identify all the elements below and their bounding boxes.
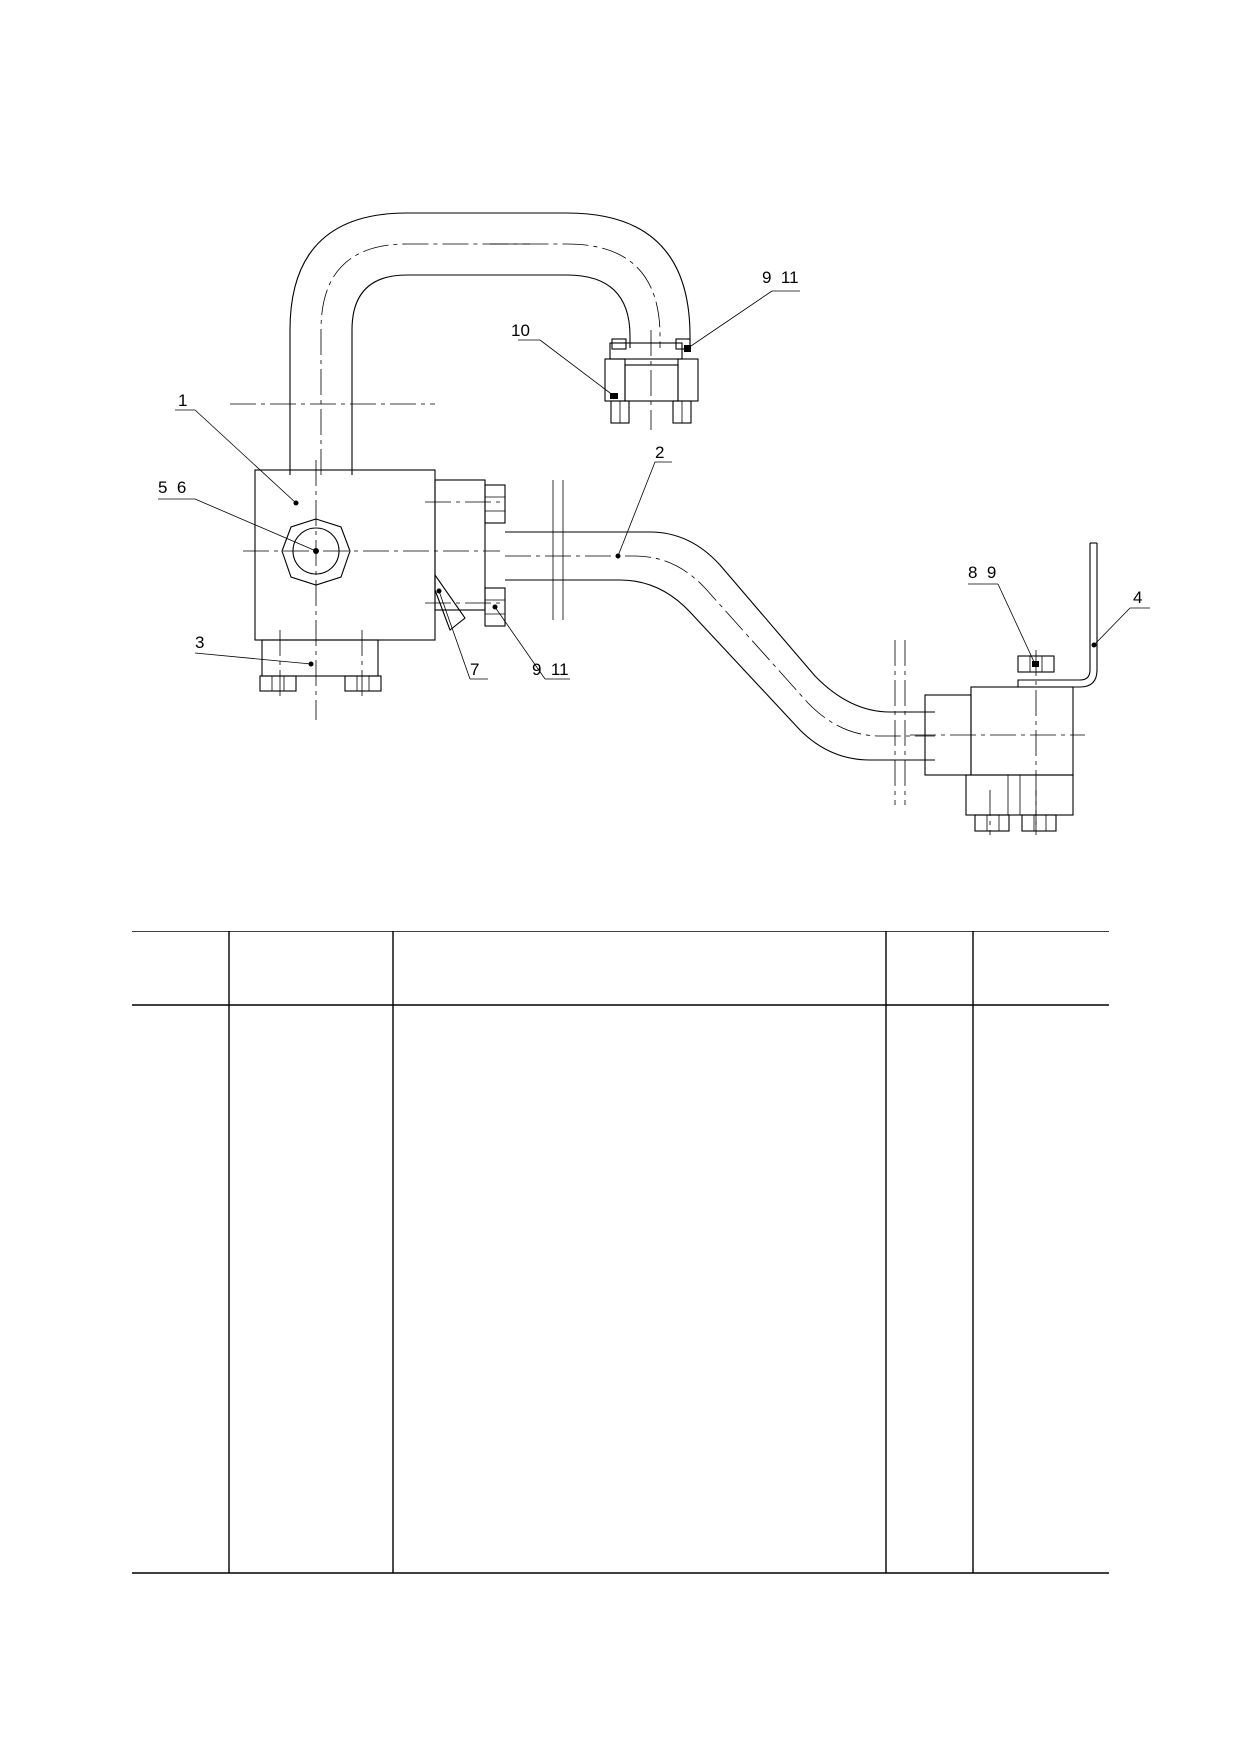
side-flange xyxy=(425,479,506,631)
callout-10: 10 xyxy=(511,321,530,340)
parts-table xyxy=(132,931,1109,1574)
callout-8-9: 8 9 xyxy=(968,563,996,582)
callout-5-6: 5 6 xyxy=(158,478,186,497)
callout-3: 3 xyxy=(195,633,204,652)
callout-9-11-top: 9 11 xyxy=(762,268,799,287)
bottom-foot xyxy=(259,630,382,700)
callout-2: 2 xyxy=(655,443,664,462)
assembly-drawing: 1 2 3 4 5 6 7 8 9 9 11 9 11 10 xyxy=(158,212,1150,835)
callout-4: 4 xyxy=(1133,588,1142,607)
callout-7: 7 xyxy=(470,660,479,679)
main-block xyxy=(243,460,500,720)
pipe-2 xyxy=(505,480,935,805)
upper-u-pipe xyxy=(289,212,691,475)
callout-9-11-mid: 9 11 xyxy=(532,660,569,679)
callout-1: 1 xyxy=(178,391,187,410)
upper-flange-joint xyxy=(604,330,699,430)
right-block xyxy=(910,650,1085,835)
callout-labels: 1 2 3 4 5 6 7 8 9 9 11 9 11 10 xyxy=(158,268,1142,679)
callout-leaders xyxy=(158,290,1150,680)
